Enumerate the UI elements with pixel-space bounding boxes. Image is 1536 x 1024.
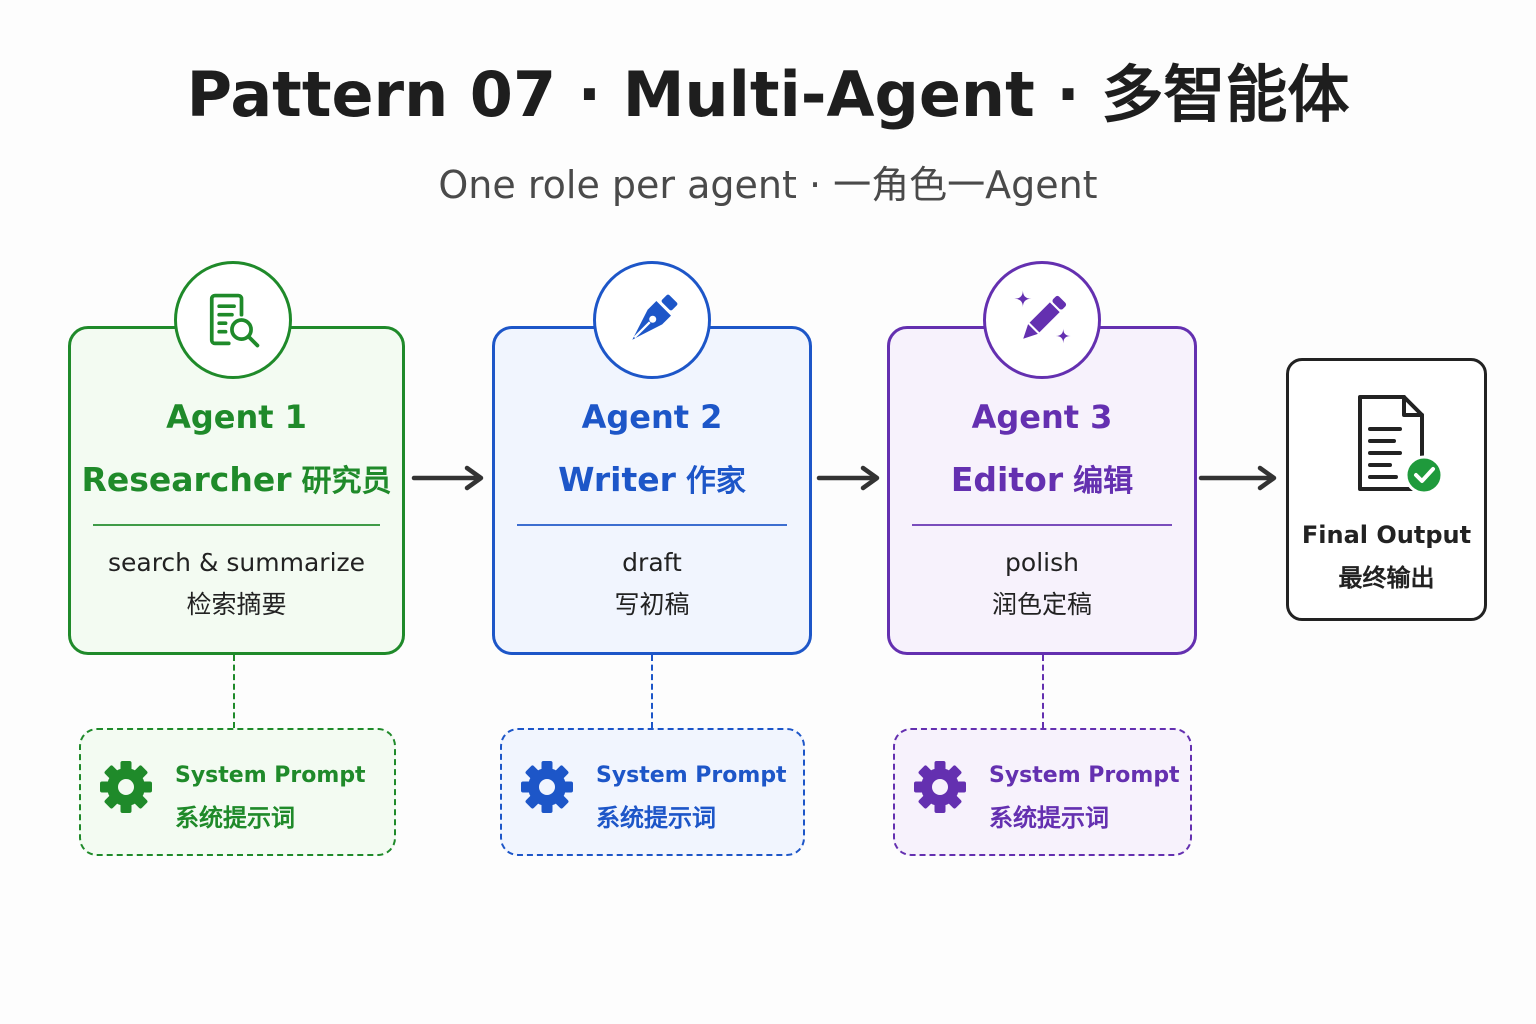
- agent-label: Agent 3: [971, 398, 1113, 436]
- agent-task-en: draft: [622, 548, 682, 577]
- dashed-connector: [233, 655, 235, 728]
- system-prompt-label-zh: 系统提示词: [175, 804, 295, 832]
- agent-role: Researcher 研究员: [71, 458, 402, 508]
- agent-label: Agent 1: [166, 398, 307, 436]
- agent-icon-badge: [983, 261, 1101, 379]
- divider: [517, 524, 787, 526]
- agent-task-en: polish: [1005, 548, 1079, 577]
- agent-icon-badge: [593, 261, 711, 379]
- final-output-label-en: Final Output: [1301, 521, 1472, 549]
- gear-icon: [914, 761, 966, 813]
- system-prompt-label-zh: 系统提示词: [989, 804, 1109, 832]
- document-check-icon: [1358, 395, 1444, 495]
- agent-role-en: Researcher: [81, 460, 292, 499]
- agent-role-en: Editor: [950, 460, 1064, 499]
- agent-task-en: search & summarize: [107, 548, 366, 577]
- arrow-agent1-to-agent2: [411, 465, 484, 491]
- gear-icon: [521, 761, 573, 813]
- agent-card-writer: Agent 2 Writer 作家 draft 写初稿: [492, 326, 812, 655]
- agent-label: Agent 2: [581, 398, 723, 436]
- system-prompt-label-en: System Prompt: [989, 763, 1180, 788]
- agent-role-zh: 研究员: [301, 464, 392, 499]
- agent-card-researcher: Agent 1 Researcher 研究员 search & summarize…: [68, 326, 405, 655]
- system-prompt-label-en: System Prompt: [175, 763, 366, 788]
- agent-icon-badge: [174, 261, 292, 379]
- agent-role-zh: 作家: [685, 464, 746, 499]
- divider: [93, 524, 380, 526]
- magic-pencil-icon: [1014, 290, 1071, 344]
- fountain-pen-icon: [632, 294, 678, 340]
- page-subtitle: One role per agent · 一角色一Agent: [438, 163, 1098, 207]
- agent-task-zh: 检索摘要: [186, 590, 287, 619]
- agent-task-zh: 写初稿: [614, 590, 690, 619]
- dashed-connector: [1042, 655, 1044, 728]
- dashed-connector: [651, 655, 653, 728]
- agent-card-editor: Agent 3 Editor 编辑 polish 润色定稿: [887, 326, 1197, 655]
- divider: [912, 524, 1172, 526]
- agent-role-en: Writer: [558, 460, 676, 499]
- system-prompt-label-en: System Prompt: [596, 763, 787, 788]
- page-title: Pattern 07 · Multi-Agent · 多智能体: [186, 58, 1350, 131]
- system-prompt-box: System Prompt 系统提示词: [893, 728, 1192, 856]
- agent-role-zh: 编辑: [1073, 464, 1134, 499]
- arrow-agent3-to-final-output: [1198, 465, 1277, 491]
- system-prompt-label-zh: 系统提示词: [596, 804, 716, 832]
- agent-role: Editor 编辑: [890, 458, 1194, 508]
- final-output-label-zh: 最终输出: [1338, 564, 1435, 592]
- system-prompt-box: System Prompt 系统提示词: [500, 728, 805, 856]
- agent-task-zh: 润色定稿: [991, 590, 1092, 619]
- document-search-icon: [209, 293, 260, 348]
- agent-role: Writer 作家: [495, 458, 809, 508]
- arrow-agent2-to-agent3: [816, 465, 880, 491]
- gear-icon: [100, 761, 152, 813]
- final-output-card: Final Output 最终输出: [1286, 358, 1487, 621]
- system-prompt-box: System Prompt 系统提示词: [79, 728, 396, 856]
